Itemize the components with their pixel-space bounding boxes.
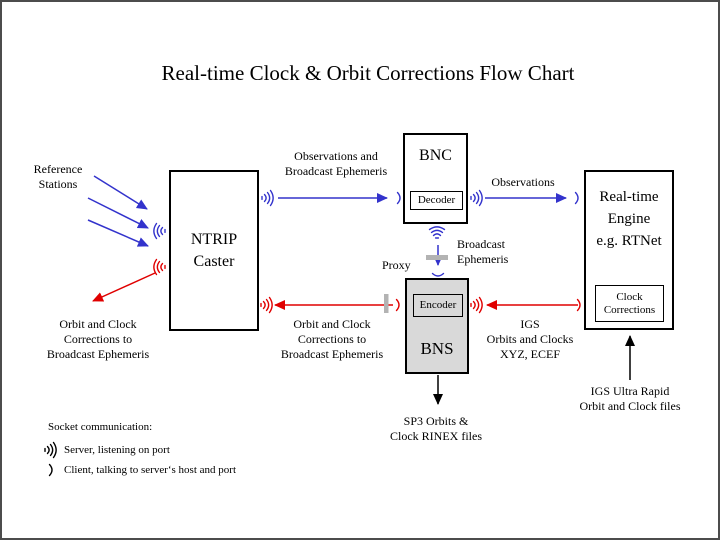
realtime-engine-label: Real-time Engine e.g. RTNet	[596, 189, 662, 249]
label-proxy: Proxy	[382, 258, 411, 272]
socket-server-icon-encoder	[470, 296, 483, 314]
legend-server-label: Server, listening on port	[64, 444, 170, 456]
socket-client-icon-engine	[574, 191, 579, 205]
label-igs-orbits-clocks: IGS Orbits and Clocks XYZ, ECEF	[486, 317, 574, 361]
socket-server-icon-decoder	[470, 189, 483, 207]
label-orbit-corrections-mid: Orbit and Clock Corrections to Broadcast…	[280, 317, 384, 361]
legend-client-label: Client, talking to server‘s host and por…	[64, 464, 236, 476]
arrow-refstation-1	[93, 175, 148, 210]
ntrip-caster-label: NTRIP Caster	[190, 230, 238, 270]
proxy-bar-vertical	[384, 294, 389, 313]
label-orbit-corrections-left: Orbit and Clock Corrections to Broadcast…	[46, 317, 150, 361]
label-sp3-files: SP3 Orbits & Clock RINEX files	[390, 414, 482, 443]
socket-client-icon-decoder	[396, 191, 401, 205]
socket-server-icon-ntrip-left-red	[153, 258, 166, 276]
socket-server-icon-legend	[44, 441, 57, 459]
socket-server-icon-ntrip-left-blue	[153, 222, 166, 240]
node-bnc: BNC Decoder	[403, 133, 468, 224]
bnc-decoder-box: Decoder	[410, 191, 463, 210]
bns-encoder-box: Encoder	[413, 294, 463, 317]
legend-title: Socket communication:	[48, 421, 153, 433]
label-observations-broadcast-ephemeris: Observations and Broadcast Ephemeris	[284, 149, 388, 178]
bns-label: BNS	[420, 339, 454, 358]
bnc-label: BNC	[419, 147, 452, 164]
label-observations: Observations	[491, 175, 555, 189]
label-broadcast-ephemeris: Broadcast Ephemeris	[457, 237, 509, 266]
node-bns: Encoder BNS	[405, 278, 469, 374]
clock-corrections-box: Clock Corrections	[595, 285, 664, 322]
proxy-bar-horizontal	[426, 255, 448, 260]
arrow-refstation-2	[87, 197, 149, 229]
socket-client-icon-legend	[48, 463, 53, 477]
node-realtime-engine: Real-time Engine e.g. RTNet Clock Correc…	[584, 170, 674, 330]
socket-server-icon-ntrip-right-blue	[261, 189, 274, 207]
socket-client-icon-encoder-left	[395, 298, 400, 312]
legend-server-row: Server, listening on port	[42, 441, 170, 459]
arrow-refstation-3	[87, 219, 149, 247]
socket-server-icon-bnc-bottom	[428, 226, 446, 239]
node-ntrip-caster: NTRIP Caster	[169, 170, 259, 331]
arrow-corrections-out	[92, 272, 156, 302]
page-title: Real-time Clock & Orbit Corrections Flow…	[161, 61, 575, 85]
label-igs-ultra-rapid: IGS Ultra Rapid Orbit and Clock files	[579, 384, 681, 413]
label-reference-stations: Reference Stations	[33, 162, 83, 191]
legend-client-row: Client, talking to server‘s host and por…	[42, 461, 236, 479]
socket-client-icon-bns-top	[431, 272, 445, 277]
socket-server-icon-ntrip-right-red	[260, 296, 273, 314]
